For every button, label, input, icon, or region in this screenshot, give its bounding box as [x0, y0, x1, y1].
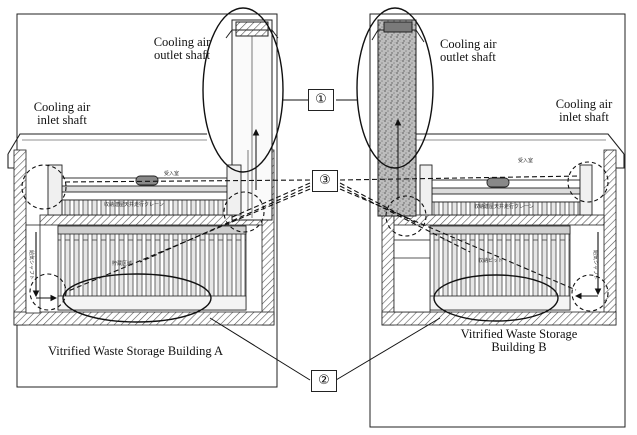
label-building-b-line1: Vitrified Waste Storage [460, 327, 578, 341]
building-a-crane [47, 164, 242, 216]
building-b-airflow [574, 232, 602, 300]
callout-3: ③ [312, 170, 338, 192]
building-b-storage-pit [393, 225, 571, 313]
building-a-storage-pit [57, 225, 247, 311]
leaders-callout-3 [63, 175, 581, 293]
ellipse-outlet-a [202, 7, 284, 173]
label-building-b: Vitrified Waste Storage Building B [440, 328, 598, 354]
highlight-ellipses [62, 7, 559, 323]
b-room-text: 受入室 [518, 157, 533, 164]
b-shaft-text: 給気シャフト [592, 250, 599, 280]
label-building-b-line2: Building B [491, 340, 547, 354]
building-a-airflow [32, 232, 58, 302]
b-pit-text: 収納ピット [478, 257, 503, 264]
label-inlet-a: Cooling air inlet shaft [26, 101, 98, 127]
label-inlet-a-line2: inlet shaft [37, 113, 87, 127]
building-b-crane [419, 164, 593, 216]
building-b-frame [369, 13, 626, 428]
label-outlet-b: Cooling air outlet shaft [440, 38, 497, 64]
b-crane-text: 収納建屋天井走行クレーン [474, 203, 534, 210]
ellipse-pit-a [62, 273, 212, 323]
building-b-outlet-shaft [371, 19, 425, 217]
label-building-a: Vitrified Waste Storage Building A [48, 344, 224, 358]
label-inlet-a-line1: Cooling air [33, 100, 91, 114]
label-outlet-a: Cooling air outlet shaft [140, 36, 224, 62]
label-inlet-b-line2: inlet shaft [559, 110, 609, 124]
label-inlet-b: Cooling air inlet shaft [546, 98, 622, 124]
a-room-text: 受入室 [164, 170, 179, 177]
ellipse-outlet-b [356, 7, 434, 169]
ellipse-pit-b [433, 274, 559, 322]
label-outlet-b-line1: Cooling air [440, 37, 497, 51]
label-outlet-a-line2: outlet shaft [154, 48, 210, 62]
callout-2: ② [311, 370, 337, 392]
a-shaft-text: 給気シャフト [28, 250, 35, 280]
label-outlet-a-line1: Cooling air [153, 35, 211, 49]
building-a-outlet-shaft [225, 19, 279, 221]
callout-1: ① [308, 89, 334, 111]
leaders-callout-1-2 [209, 99, 441, 381]
a-pit-text: 貯蔵区域 [112, 260, 132, 267]
label-outlet-b-line2: outlet shaft [440, 50, 496, 64]
a-crane-text: 収納建屋天井走行クレーン [104, 201, 164, 208]
label-inlet-b-line1: Cooling air [555, 97, 613, 111]
